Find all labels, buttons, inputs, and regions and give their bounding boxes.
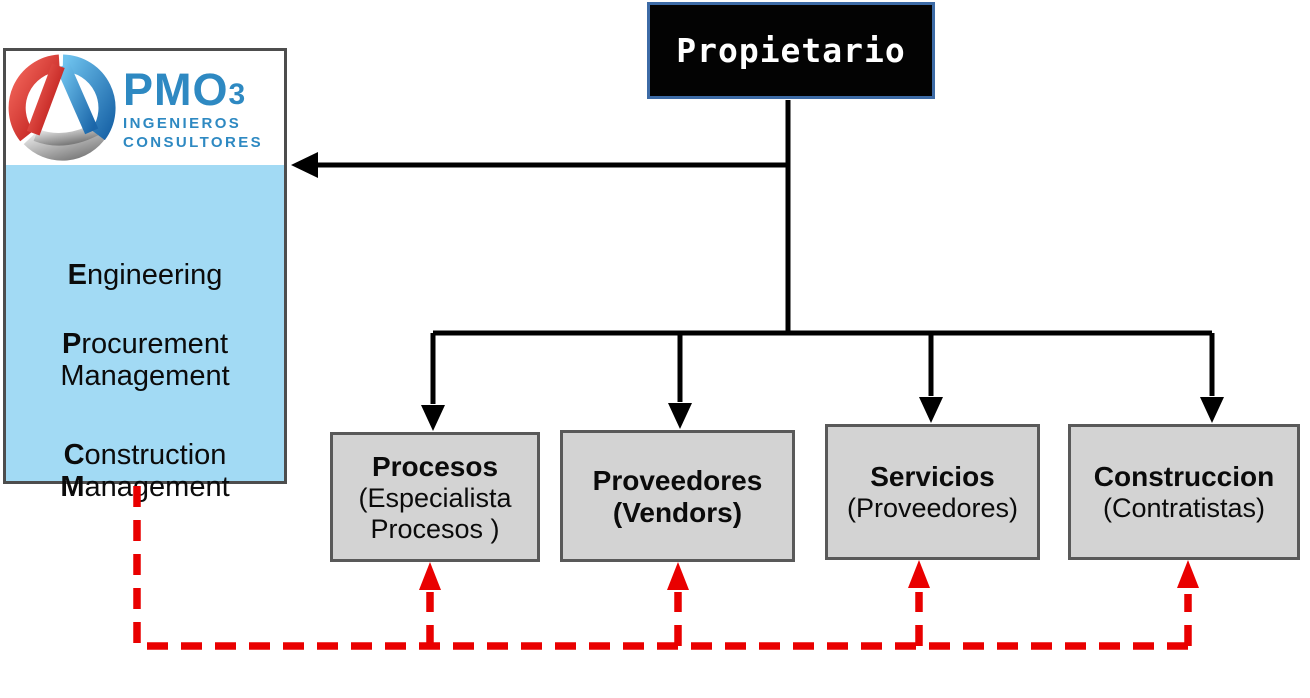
pmo-logo-sphere-icon: [8, 54, 116, 161]
pmo-brand-row: PMO 3: [123, 67, 263, 112]
service-initial: P: [61, 328, 82, 360]
service-line: Management: [6, 471, 284, 503]
department-subtitle: Procesos ): [370, 513, 500, 544]
service-rest: Management: [60, 360, 230, 392]
connector-arrow-procesos: [421, 333, 445, 431]
connector-arrow-servicios: [919, 333, 943, 423]
pmo-service-procurement-management: Procurement Management: [6, 328, 284, 392]
department-box-proveedores: Proveedores (Vendors): [560, 430, 795, 562]
pmo-brand: PMO: [123, 63, 229, 115]
pmo-service-engineering: Engineering: [6, 259, 284, 291]
pmo-brand-subscript: 3: [228, 77, 246, 111]
pmo-logo-area: PMO 3 INGENIEROS CONSULTORES: [6, 51, 284, 165]
department-subtitle: (Proveedores): [846, 493, 1019, 523]
service-initial: M: [60, 471, 85, 503]
connector-arrow-construccion: [1200, 333, 1224, 423]
department-title: Proveedores: [592, 465, 763, 496]
department-title: Servicios: [870, 461, 995, 492]
department-box-construccion: Construccion (Contratistas): [1068, 424, 1300, 560]
propietario-box: Propietario: [647, 2, 935, 99]
pmo-tagline-2: CONSULTORES: [123, 133, 264, 151]
department-box-servicios: Servicios (Proveedores): [825, 424, 1040, 560]
pmo-consultants-box: PMO 3 INGENIEROS CONSULTORES Engineering…: [3, 48, 287, 503]
connector-arrow-to-pmo: [291, 152, 788, 178]
department-box-procesos: Procesos (Especialista Procesos ): [330, 432, 540, 562]
service-rest: anagement: [84, 471, 230, 503]
pmo-service-construction-management: Construction Management: [6, 439, 284, 503]
pmo-logo-text: PMO 3 INGENIEROS CONSULTORES: [123, 67, 263, 150]
connector-propietario-trunk: [433, 100, 1212, 336]
service-line: Construction: [6, 439, 284, 471]
department-subtitle: (Especialista: [358, 482, 512, 513]
department-title: Construccion: [1093, 461, 1275, 492]
service-line: Procurement: [6, 328, 284, 360]
service-initial: C: [63, 439, 85, 471]
department-subtitle: (Contratistas): [1102, 493, 1266, 523]
department-subtitle: (Vendors): [612, 497, 743, 528]
connector-arrow-proveedores: [668, 333, 692, 429]
service-rest: onstruction: [84, 439, 227, 471]
service-rest: ngineering: [86, 259, 223, 291]
department-title: Procesos: [371, 450, 499, 482]
service-initial: E: [67, 259, 87, 291]
pmo-tagline-1: INGENIEROS: [123, 114, 242, 132]
service-rest: rocurement: [81, 328, 228, 360]
propietario-label: Propietario: [676, 31, 906, 70]
service-line: Management: [6, 360, 284, 392]
